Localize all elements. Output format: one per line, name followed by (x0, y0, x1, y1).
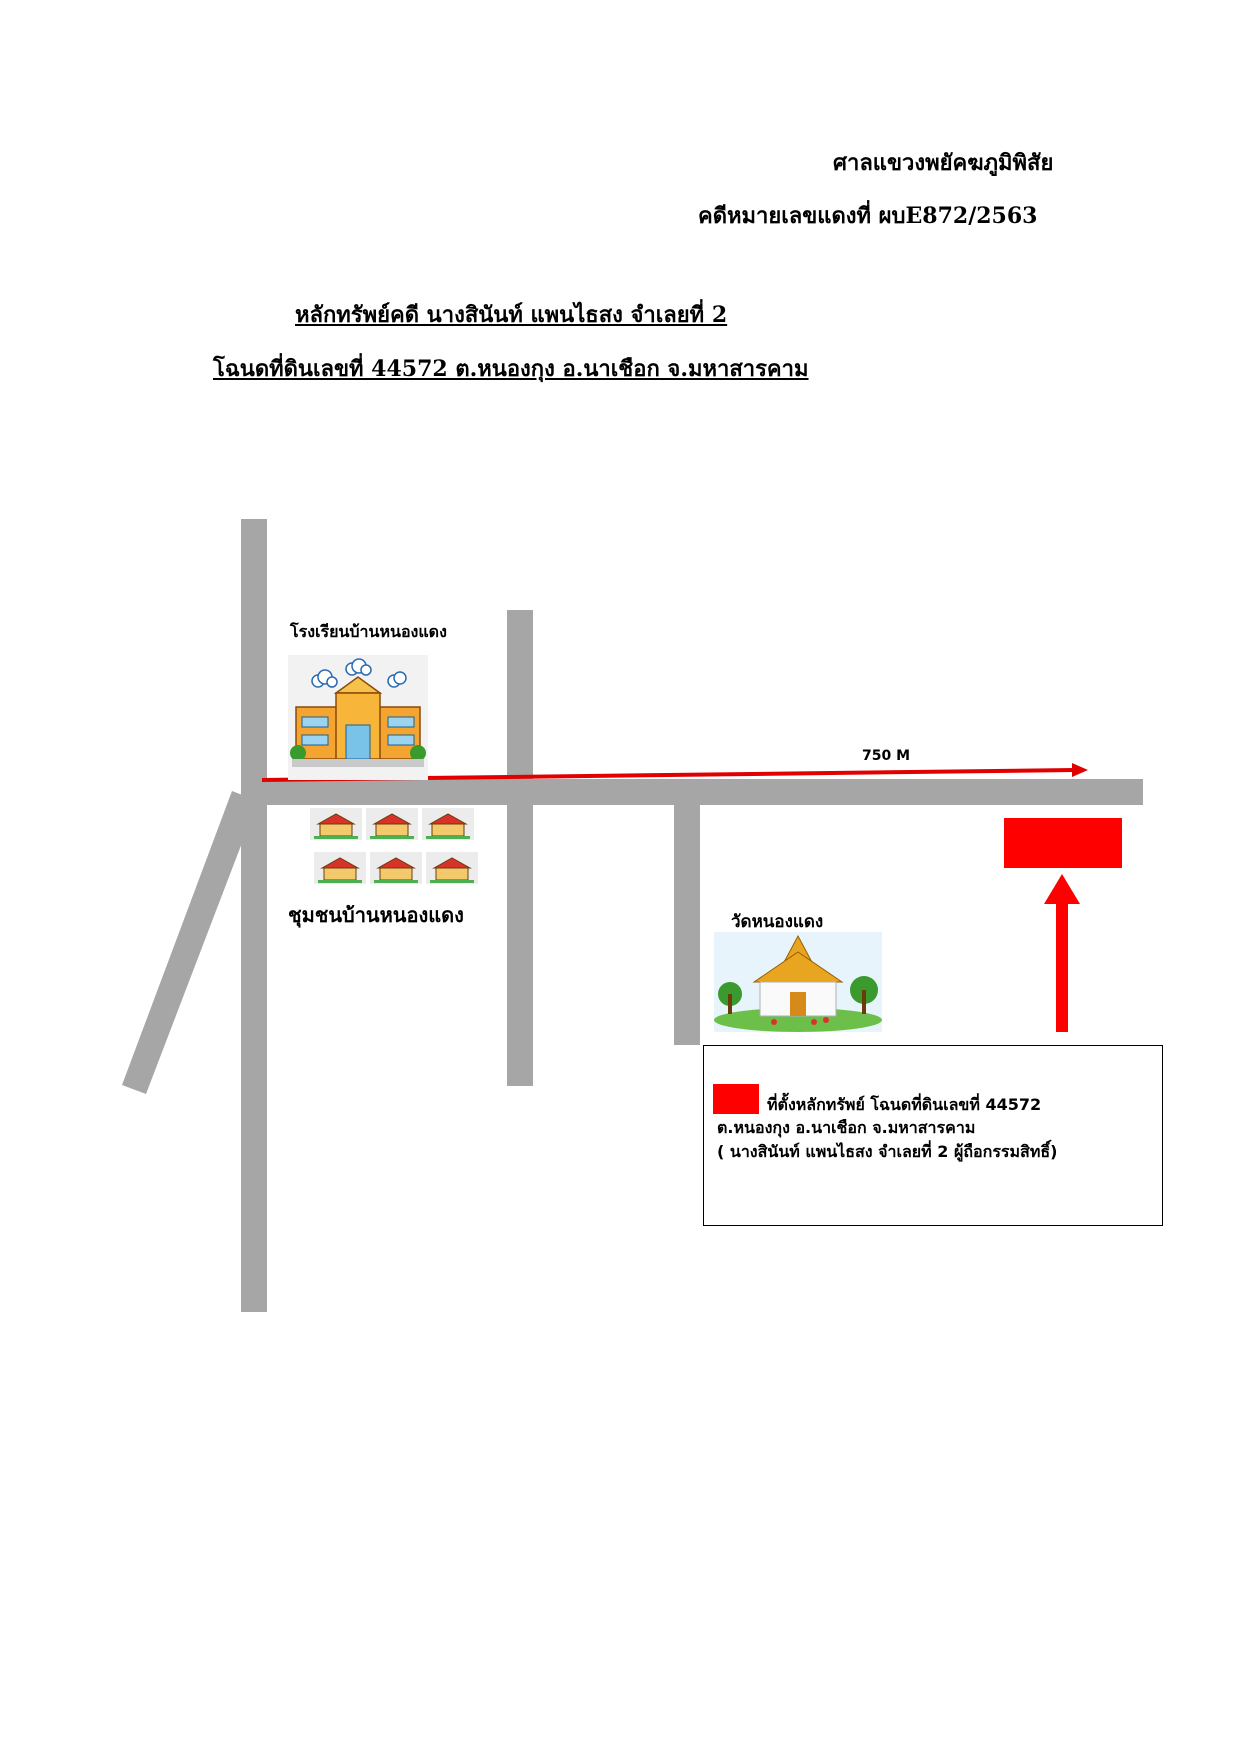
temple-icon (714, 932, 882, 1032)
legend-line-1: ที่ตั้งหลักทรัพย์ โฉนดที่ดินเลขที่ 44572 (767, 1095, 1042, 1114)
legend-box: ที่ตั้งหลักทรัพย์ โฉนดที่ดินเลขที่ 44572… (703, 1045, 1163, 1226)
title-line-2: โฉนดที่ดินเลขที่ 44572 ต.หนองกุง อ.นาเชื… (213, 356, 809, 382)
school-icon (288, 655, 428, 780)
temple-label: วัดหนองแดง (731, 912, 824, 932)
school-label: โรงเรียนบ้านหนองแดง (290, 622, 447, 641)
title-line-1: หลักทรัพย์คดี นางสินันท์ แพนไธสง จำเลยที… (295, 302, 728, 328)
property-marker (1004, 818, 1122, 868)
road-temple-vertical (674, 792, 700, 1045)
road-middle-vertical (507, 610, 533, 1086)
legend-line-3: ( นางสินันท์ แพนไธสง จำเลยที่ 2 ผู้ถือกร… (717, 1142, 1058, 1161)
community-label: ชุมชนบ้านหนองแดง (288, 903, 464, 927)
legend-line-2: ต.หนองกุง อ.นาเชือก จ.มหาสารคาม (717, 1118, 976, 1137)
community-houses-icon (310, 808, 478, 884)
court-name: ศาลแขวงพยัคฆภูมิพิสัย (833, 150, 1054, 176)
case-number: คดีหมายเลขแดงที่ ผบE872/2563 (698, 203, 1038, 229)
legend-swatch (713, 1084, 759, 1114)
distance-label: 750 M (862, 748, 911, 764)
road-main-horizontal (241, 779, 1143, 805)
road-west-vertical (241, 519, 267, 1312)
